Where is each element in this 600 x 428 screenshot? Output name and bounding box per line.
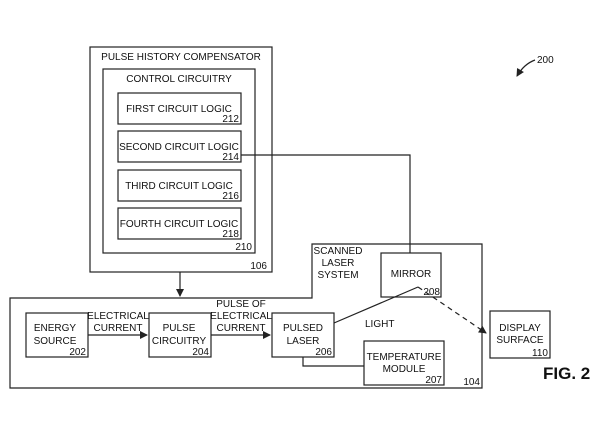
pulsed-laser-box <box>271 312 335 358</box>
temperature-module-label-line-1: TEMPERATURE <box>367 352 442 363</box>
fourth-circuit-logic-box <box>117 207 242 240</box>
electrical-current-label-line-1: ELECTRICAL <box>87 311 149 322</box>
pulse-circuitry-number: 204 <box>192 347 209 358</box>
second-circuit-logic-box <box>117 130 242 163</box>
scanned-light-dashed-arrow <box>417 286 487 334</box>
mirror-label: MIRROR <box>391 269 432 280</box>
first-circuit-logic-label: FIRST CIRCUIT LOGIC <box>126 104 232 115</box>
temperature-module-number: 207 <box>425 375 442 386</box>
figure-ref-arrow <box>516 59 536 77</box>
energy-source-label-line-1: ENERGY <box>34 323 77 334</box>
pulsed-laser-label-line-1: PULSED <box>283 323 323 334</box>
temperature-module-box <box>363 340 445 386</box>
energy-source-box <box>25 312 89 358</box>
control-circuitry-number: 210 <box>235 242 252 253</box>
scanned-laser-system-number: 104 <box>463 377 480 388</box>
first-circuit-logic-box <box>117 92 242 125</box>
pulse-circuitry-label-line-2: CIRCUITRY <box>152 336 207 347</box>
fourth-circuit-logic-number: 218 <box>222 229 239 240</box>
pulsed-laser-number: 206 <box>315 347 332 358</box>
scanned-laser-system-title-line-1: SCANNED <box>314 246 363 257</box>
display-surface-number: 110 <box>532 348 548 359</box>
second-circuit-logic-number: 214 <box>222 152 239 163</box>
figure-ref-number: 200 <box>537 55 554 66</box>
fourth-circuit-logic-label: FOURTH CIRCUIT LOGIC <box>120 219 239 230</box>
third-circuit-logic-number: 216 <box>222 191 239 202</box>
pulse-of-electrical-current-label-line-3: CURRENT <box>217 323 266 334</box>
energy-source-label-line-2: SOURCE <box>34 336 77 347</box>
pulse-history-compensator-title: PULSE HISTORY COMPENSATOR <box>101 52 261 63</box>
third-circuit-logic-box <box>117 169 242 202</box>
display-surface-box <box>489 310 551 359</box>
energy-source-number: 202 <box>69 347 86 358</box>
light-label: LIGHT <box>365 319 394 330</box>
pulsed-laser-label-line-2: LASER <box>287 336 320 347</box>
electrical-current-label-line-2: CURRENT <box>94 323 143 334</box>
second-circuit-logic-label: SECOND CIRCUIT LOGIC <box>119 142 239 153</box>
scanned-laser-system-box <box>9 243 483 389</box>
pulse-history-compensator-number: 106 <box>250 261 267 272</box>
pulse-of-electrical-current-label-line-2: ELECTRICAL <box>210 311 272 322</box>
light-beam-line <box>333 286 419 324</box>
laser-to-temperature-line <box>302 357 364 367</box>
pulse-of-electrical-current-label-line-1: PULSE OF <box>216 299 265 310</box>
temperature-module-label-line-2: MODULE <box>383 364 426 375</box>
mirror-number: 208 <box>423 287 440 298</box>
logic-to-mirror-line <box>241 154 411 253</box>
pulse-circuitry-label-line-1: PULSE <box>163 323 196 334</box>
scanned-laser-system-title-line-2: LASER <box>322 258 355 269</box>
figure-label: FIG. 2 <box>543 364 590 383</box>
third-circuit-logic-label: THIRD CIRCUIT LOGIC <box>125 181 233 192</box>
control-circuitry-title: CONTROL CIRCUITRY <box>126 74 232 85</box>
pulse-circuitry-box <box>148 312 212 358</box>
display-surface-label-line-1: DISPLAY <box>499 323 541 334</box>
scanned-laser-system-title-line-3: SYSTEM <box>317 270 358 281</box>
first-circuit-logic-number: 212 <box>222 114 239 125</box>
display-surface-label-line-2: SURFACE <box>496 335 544 346</box>
